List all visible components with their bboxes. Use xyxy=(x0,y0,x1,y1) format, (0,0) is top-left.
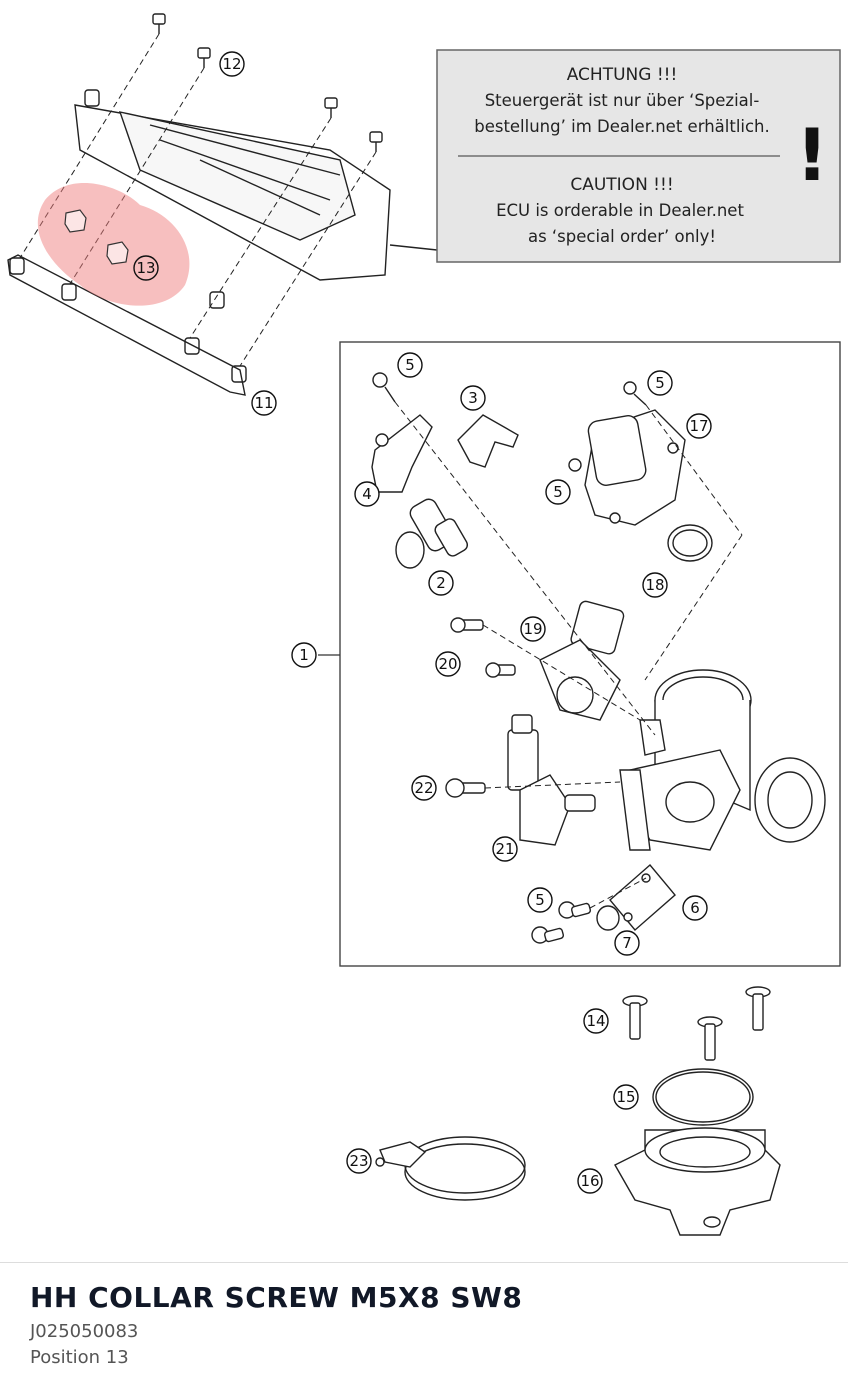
svg-text:11: 11 xyxy=(254,394,273,412)
callout-20[interactable]: 20 xyxy=(435,651,461,677)
callout-5-top-left[interactable]: 5 xyxy=(397,352,423,378)
part-position: Position 13 xyxy=(30,1347,129,1368)
callout-5-mid[interactable]: 5 xyxy=(545,479,571,505)
callout-18[interactable]: 18 xyxy=(642,572,668,598)
notice-de-heading: ACHTUNG !!! xyxy=(567,65,678,85)
svg-text:2: 2 xyxy=(436,574,446,592)
part-13-highlight[interactable] xyxy=(37,183,190,306)
callout-13[interactable]: 13 xyxy=(133,255,159,281)
callout-12[interactable]: 12 xyxy=(219,51,245,77)
svg-text:22: 22 xyxy=(414,779,433,797)
callout-21[interactable]: 21 xyxy=(492,836,518,862)
callout-6[interactable]: 6 xyxy=(682,895,708,921)
notice-de-line1: Steuergerät ist nur über ‘Spezial- xyxy=(485,91,760,110)
throttle-body-frame xyxy=(318,341,841,967)
intake-flange-assembly xyxy=(375,986,781,1236)
notice-box: ACHTUNG !!! Steuergerät ist nur über ‘Sp… xyxy=(436,49,841,263)
ecu-assembly xyxy=(7,13,438,396)
svg-text:6: 6 xyxy=(690,899,700,917)
svg-text:1: 1 xyxy=(299,646,309,664)
svg-text:5: 5 xyxy=(405,356,415,374)
callout-23[interactable]: 23 xyxy=(346,1148,372,1174)
callout-19[interactable]: 19 xyxy=(520,616,546,642)
part-info-panel: HH COLLAR SCREW M5X8 SW8 J025050083 Posi… xyxy=(0,1262,848,1391)
exploded-parts-diagram: ACHTUNG !!! Steuergerät ist nur über ‘Sp… xyxy=(7,13,841,1236)
svg-text:12: 12 xyxy=(222,55,241,73)
callout-17[interactable]: 17 xyxy=(686,413,712,439)
notice-en-heading: CAUTION !!! xyxy=(570,175,673,195)
svg-text:7: 7 xyxy=(622,934,632,952)
svg-text:17: 17 xyxy=(689,417,708,435)
svg-text:19: 19 xyxy=(523,620,542,638)
svg-text:13: 13 xyxy=(136,259,155,277)
callout-5-top-right[interactable]: 5 xyxy=(647,370,673,396)
svg-text:16: 16 xyxy=(580,1172,599,1190)
svg-text:23: 23 xyxy=(349,1152,368,1170)
svg-text:4: 4 xyxy=(362,485,372,503)
svg-text:5: 5 xyxy=(553,483,563,501)
callout-7[interactable]: 7 xyxy=(614,930,640,956)
screw-12 xyxy=(152,13,383,152)
svg-text:5: 5 xyxy=(535,891,545,909)
callout-5-bottom[interactable]: 5 xyxy=(527,887,553,913)
callout-4[interactable]: 4 xyxy=(354,481,380,507)
notice-en-line2: as ‘special order’ only! xyxy=(528,227,716,246)
callout-1[interactable]: 1 xyxy=(291,642,317,668)
svg-text:20: 20 xyxy=(438,655,457,673)
callout-3[interactable]: 3 xyxy=(460,385,486,411)
svg-text:21: 21 xyxy=(495,840,514,858)
callouts: 12 13 11 5 3 5 17 4 5 2 18 19 1 20 22 21… xyxy=(133,51,712,1194)
callout-15[interactable]: 15 xyxy=(613,1084,639,1110)
callout-16[interactable]: 16 xyxy=(577,1168,603,1194)
notice-de-line2: bestellung’ im Dealer.net erhältlich. xyxy=(474,117,770,136)
throttle-body-assembly xyxy=(371,372,826,944)
notice-en-line1: ECU is orderable in Dealer.net xyxy=(496,201,744,220)
part-title: HH COLLAR SCREW M5X8 SW8 xyxy=(30,1281,523,1314)
notice-exclamation-icon: ! xyxy=(796,113,829,197)
svg-text:5: 5 xyxy=(655,374,665,392)
part-number: J025050083 xyxy=(30,1321,139,1342)
callout-22[interactable]: 22 xyxy=(411,775,437,801)
callout-11[interactable]: 11 xyxy=(251,390,277,416)
callout-14[interactable]: 14 xyxy=(583,1008,609,1034)
svg-text:14: 14 xyxy=(586,1012,605,1030)
svg-text:18: 18 xyxy=(645,576,664,594)
svg-text:15: 15 xyxy=(616,1088,635,1106)
callout-2[interactable]: 2 xyxy=(428,570,454,596)
svg-text:3: 3 xyxy=(468,389,478,407)
